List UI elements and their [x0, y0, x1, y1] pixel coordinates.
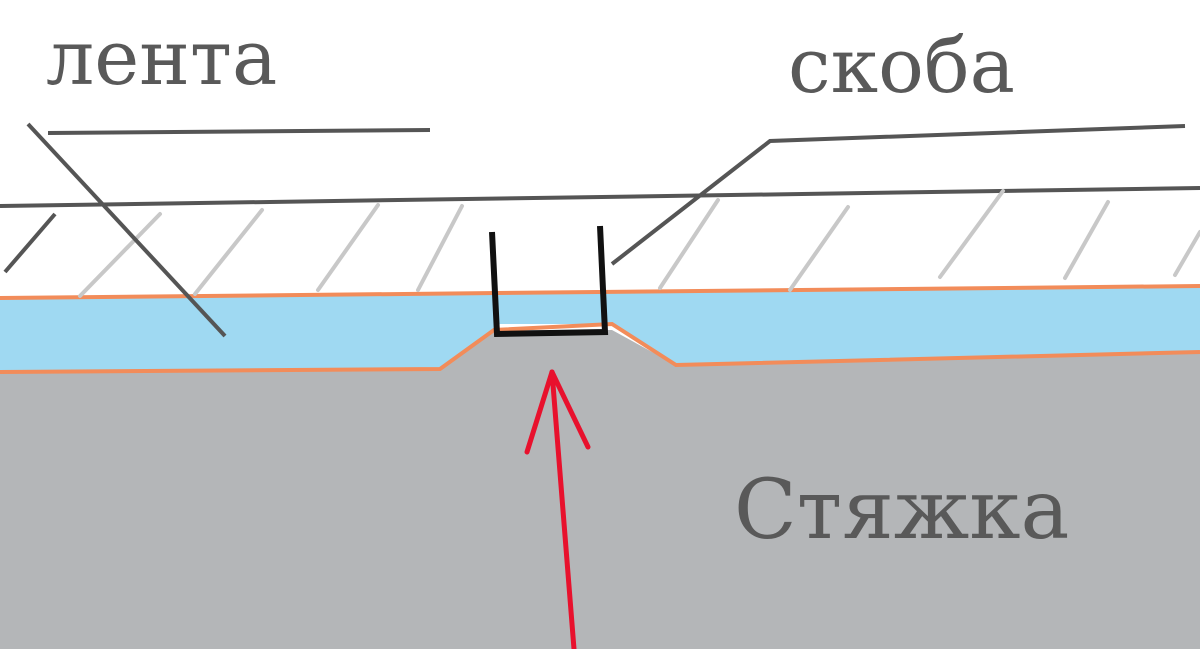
tape-label: лента — [46, 13, 278, 102]
tape-bottom-edge — [0, 321, 1200, 374]
hatch-dark — [3, 212, 57, 274]
tape-layer — [0, 286, 1200, 372]
screed-layer — [0, 330, 1200, 649]
staple-leader-line — [610, 124, 1186, 266]
hatching — [78, 189, 1200, 298]
arrow — [524, 369, 591, 649]
staple-label: скоба — [788, 21, 1015, 110]
screed-label: Стяжка — [734, 463, 1070, 558]
staple — [489, 225, 609, 338]
surface-line — [0, 186, 1200, 208]
tape-leader-line — [47, 128, 431, 135]
tape-leader-diagonal — [26, 122, 227, 338]
tape-top-edge — [0, 284, 1200, 300]
